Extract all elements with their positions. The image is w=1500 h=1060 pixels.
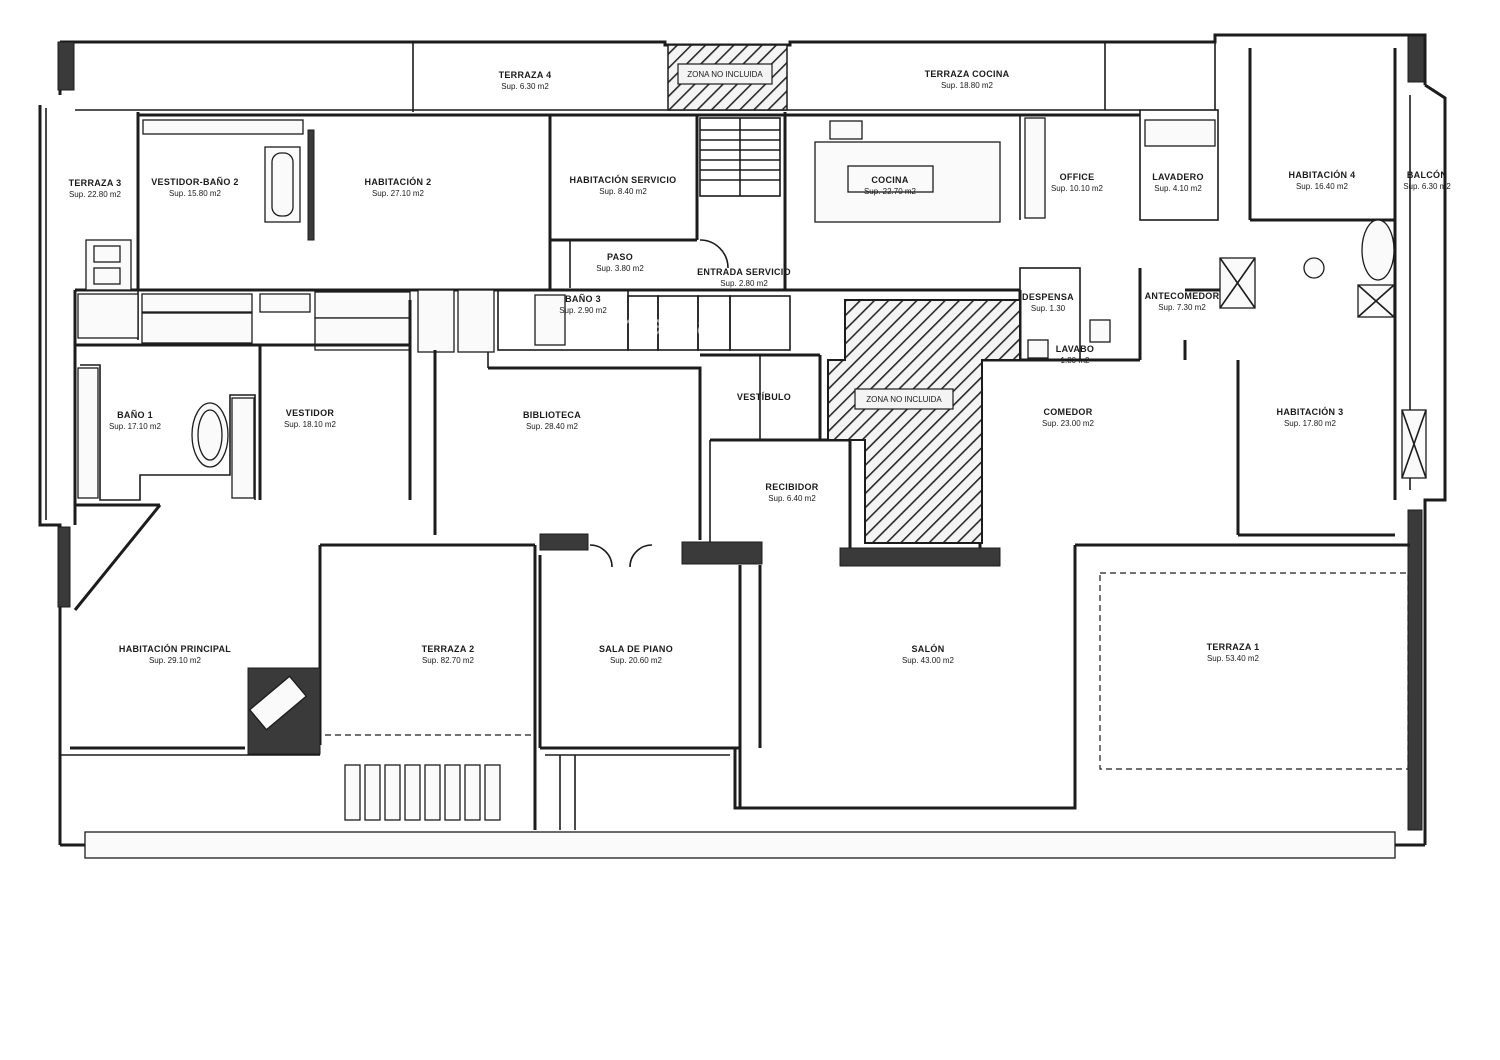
room-name-zona_top: ZONA NO INCLUIDA [687, 70, 763, 79]
room-name-habitacion2: HABITACIÓN 2 [365, 176, 432, 187]
room-area-terraza1: Sup. 53.40 m2 [1207, 654, 1260, 663]
room-name-cocina: COCINA [871, 175, 908, 185]
room-name-terraza3: TERRAZA 3 [69, 178, 122, 188]
room-area-hab_servicio: Sup. 8.40 m2 [599, 187, 647, 196]
watermark-logo: realiza [620, 309, 714, 342]
room-name-vestidor: VESTIDOR [286, 408, 335, 418]
room-name-comedor: COMEDOR [1043, 407, 1092, 417]
room-name-biblioteca: BIBLIOTECA [523, 410, 581, 420]
solid-columns [247, 533, 1001, 755]
room-name-bano3: BAÑO 3 [565, 294, 601, 304]
room-name-terraza4: TERRAZA 4 [499, 70, 552, 80]
room-area-habitacion4: Sup. 16.40 m2 [1296, 182, 1349, 191]
room-name-terraza1: TERRAZA 1 [1207, 642, 1260, 652]
service-stair [699, 117, 781, 197]
room-area-comedor: Sup. 23.00 m2 [1042, 419, 1095, 428]
room-name-entrada_servicio: ENTRADA SERVICIO [697, 267, 791, 277]
room-name-habitacion4: HABITACIÓN 4 [1289, 169, 1356, 180]
room-name-habitacion3: HABITACIÓN 3 [1277, 406, 1344, 417]
room-name-balcon: BALCÓN [1407, 169, 1447, 180]
room-area-vestidor_bano2: Sup. 15.80 m2 [169, 189, 222, 198]
room-area-habitacion3: Sup. 17.80 m2 [1284, 419, 1337, 428]
room-area-habitacion2: Sup. 27.10 m2 [372, 189, 425, 198]
room-area-balcon: Sup. 6.30 m2 [1403, 182, 1451, 191]
planters [344, 764, 501, 821]
room-area-hab_principal: Sup. 29.10 m2 [149, 656, 202, 665]
interior-walls [60, 48, 1411, 830]
room-name-vestibulo: VESTÍBULO [737, 392, 791, 402]
room-area-lavabo: 1.80 m2 [1061, 356, 1090, 365]
room-area-salon: Sup. 43.00 m2 [902, 656, 955, 665]
room-area-terraza_cocina: Sup. 18.80 m2 [941, 81, 994, 90]
room-area-office: Sup. 10.10 m2 [1051, 184, 1104, 193]
room-name-despensa: DESPENSA [1022, 292, 1074, 302]
room-area-terraza3: Sup. 22.80 m2 [69, 190, 122, 199]
room-area-terraza4: Sup. 6.30 m2 [501, 82, 549, 91]
room-area-cocina: Sup. 22.70 m2 [864, 187, 917, 196]
room-area-recibidor: Sup. 6.40 m2 [768, 494, 816, 503]
room-name-hab_principal: HABITACIÓN PRINCIPAL [119, 643, 231, 654]
room-labels: TERRAZA 4 Sup. 6.30 m2 ZONA NO INCLUIDA TER… [69, 69, 1452, 665]
fixtures [77, 117, 1427, 821]
room-area-antecomedor: Sup. 7.30 m2 [1158, 303, 1206, 312]
room-area-bano1: Sup. 17.10 m2 [109, 422, 162, 431]
room-name-lavabo: LAVABO [1056, 344, 1094, 354]
room-name-hab_servicio: HABITACIÓN SERVICIO [570, 174, 677, 185]
room-name-office: OFFICE [1060, 172, 1095, 182]
room-area-paso: Sup. 3.80 m2 [596, 264, 644, 273]
room-name-recibidor: RECIBIDOR [765, 482, 818, 492]
room-area-entrada_servicio: Sup. 2.80 m2 [720, 279, 768, 288]
room-area-terraza2: Sup. 82.70 m2 [422, 656, 475, 665]
hatched-zones [667, 44, 1021, 544]
outer-walls [38, 33, 1447, 859]
room-area-bano3: Sup. 2.90 m2 [559, 306, 607, 315]
room-name-vestidor_bano2: VESTIDOR-BAÑO 2 [151, 177, 239, 187]
room-area-sala_piano: Sup. 20.60 m2 [610, 656, 663, 665]
room-name-lavadero: LAVADERO [1152, 172, 1204, 182]
room-name-zona_mid: ZONA NO INCLUIDA [866, 395, 942, 404]
room-name-paso: PASO [607, 252, 633, 262]
room-name-terraza2: TERRAZA 2 [422, 644, 475, 654]
room-name-antecomedor: ANTECOMEDOR [1145, 291, 1220, 301]
room-name-salon: SALÓN [912, 643, 945, 654]
room-area-lavadero: Sup. 4.10 m2 [1154, 184, 1202, 193]
room-area-despensa: Sup. 1.30 [1031, 304, 1066, 313]
room-area-biblioteca: Sup. 28.40 m2 [526, 422, 579, 431]
room-name-sala_piano: SALA DE PIANO [599, 644, 673, 654]
terrace-strip-top [75, 42, 1216, 112]
room-name-bano1: BAÑO 1 [117, 410, 153, 420]
room-area-vestidor: Sup. 18.10 m2 [284, 420, 337, 429]
room-name-terraza_cocina: TERRAZA COCINA [925, 69, 1010, 79]
